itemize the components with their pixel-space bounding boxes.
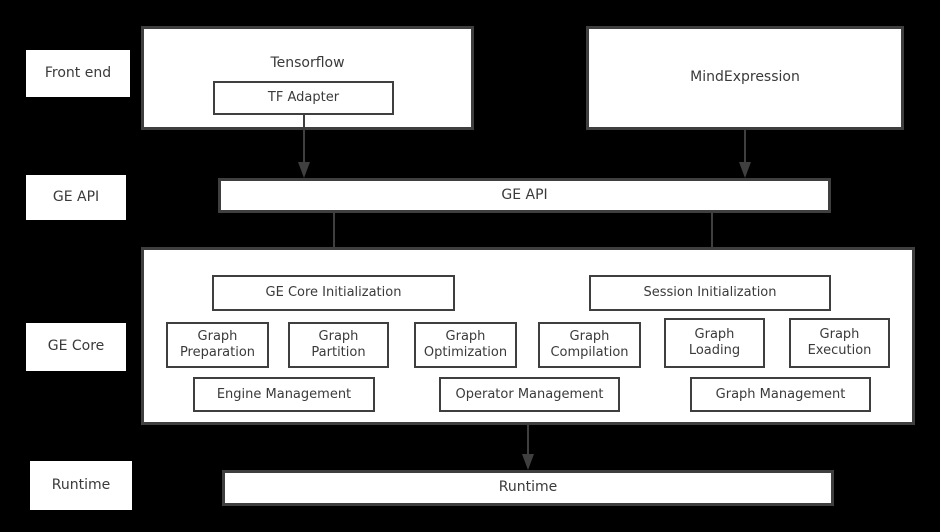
module-operator-management[interactable]: Operator Management [439,377,620,412]
module-graph-management[interactable]: Graph Management [690,377,871,412]
framework-mindexpression[interactable]: MindExpression [586,26,904,130]
module-graph-preparation[interactable]: Graph Preparation [166,322,269,368]
framework-tf-adapter-label: TF Adapter [267,90,340,106]
framework-tf-adapter[interactable]: TF Adapter [213,81,394,115]
module-graph-optimization-label: Graph Optimization [423,329,508,360]
module-graph-preparation-label: Graph Preparation [179,329,256,360]
module-graph-optimization[interactable]: Graph Optimization [414,322,517,368]
module-graph-partition-label: Graph Partition [311,329,366,360]
module-session-initialization[interactable]: Session Initialization [589,275,831,311]
module-graph-execution[interactable]: Graph Execution [789,318,890,368]
ge-api-bar[interactable]: GE API [218,178,831,213]
stage-label-front-end: Front end [26,50,130,97]
stage-label-ge-api-text: GE API [52,188,100,205]
module-session-initialization-label: Session Initialization [643,285,777,301]
arrow-mindexpression-to-ge-api [739,130,751,178]
module-engine-management-label: Engine Management [216,386,352,402]
stage-label-ge-api: GE API [26,175,126,220]
module-graph-loading-label: Graph Loading [688,327,741,358]
module-graph-execution-label: Graph Execution [807,327,872,358]
arrow-ge-core-to-runtime [522,425,534,470]
stage-label-ge-core-text: GE Core [47,338,105,355]
ge-api-bar-label: GE API [501,186,548,203]
framework-tensorflow-label: Tensorflow [270,55,345,71]
module-ge-core-initialization[interactable]: GE Core Initialization [212,275,455,311]
stage-label-ge-core: GE Core [26,323,126,371]
module-graph-compilation[interactable]: Graph Compilation [538,322,641,368]
module-graph-management-label: Graph Management [715,386,846,402]
module-graph-compilation-label: Graph Compilation [550,329,629,360]
stage-label-front-end-text: Front end [44,64,112,81]
runtime-bar[interactable]: Runtime [222,470,834,506]
module-graph-partition[interactable]: Graph Partition [288,322,389,368]
stage-label-runtime-text: Runtime [51,476,111,493]
module-graph-loading[interactable]: Graph Loading [664,318,765,368]
framework-mindexpression-label: MindExpression [690,69,800,86]
ge-core-panel: GE Core Initialization Session Initializ… [141,247,915,425]
module-ge-core-initialization-label: GE Core Initialization [265,285,402,301]
runtime-bar-label: Runtime [498,479,558,496]
arrow-tf-adapter-to-ge-api [298,115,310,178]
stage-label-runtime: Runtime [30,461,132,510]
module-engine-management[interactable]: Engine Management [193,377,375,412]
module-operator-management-label: Operator Management [455,386,604,402]
